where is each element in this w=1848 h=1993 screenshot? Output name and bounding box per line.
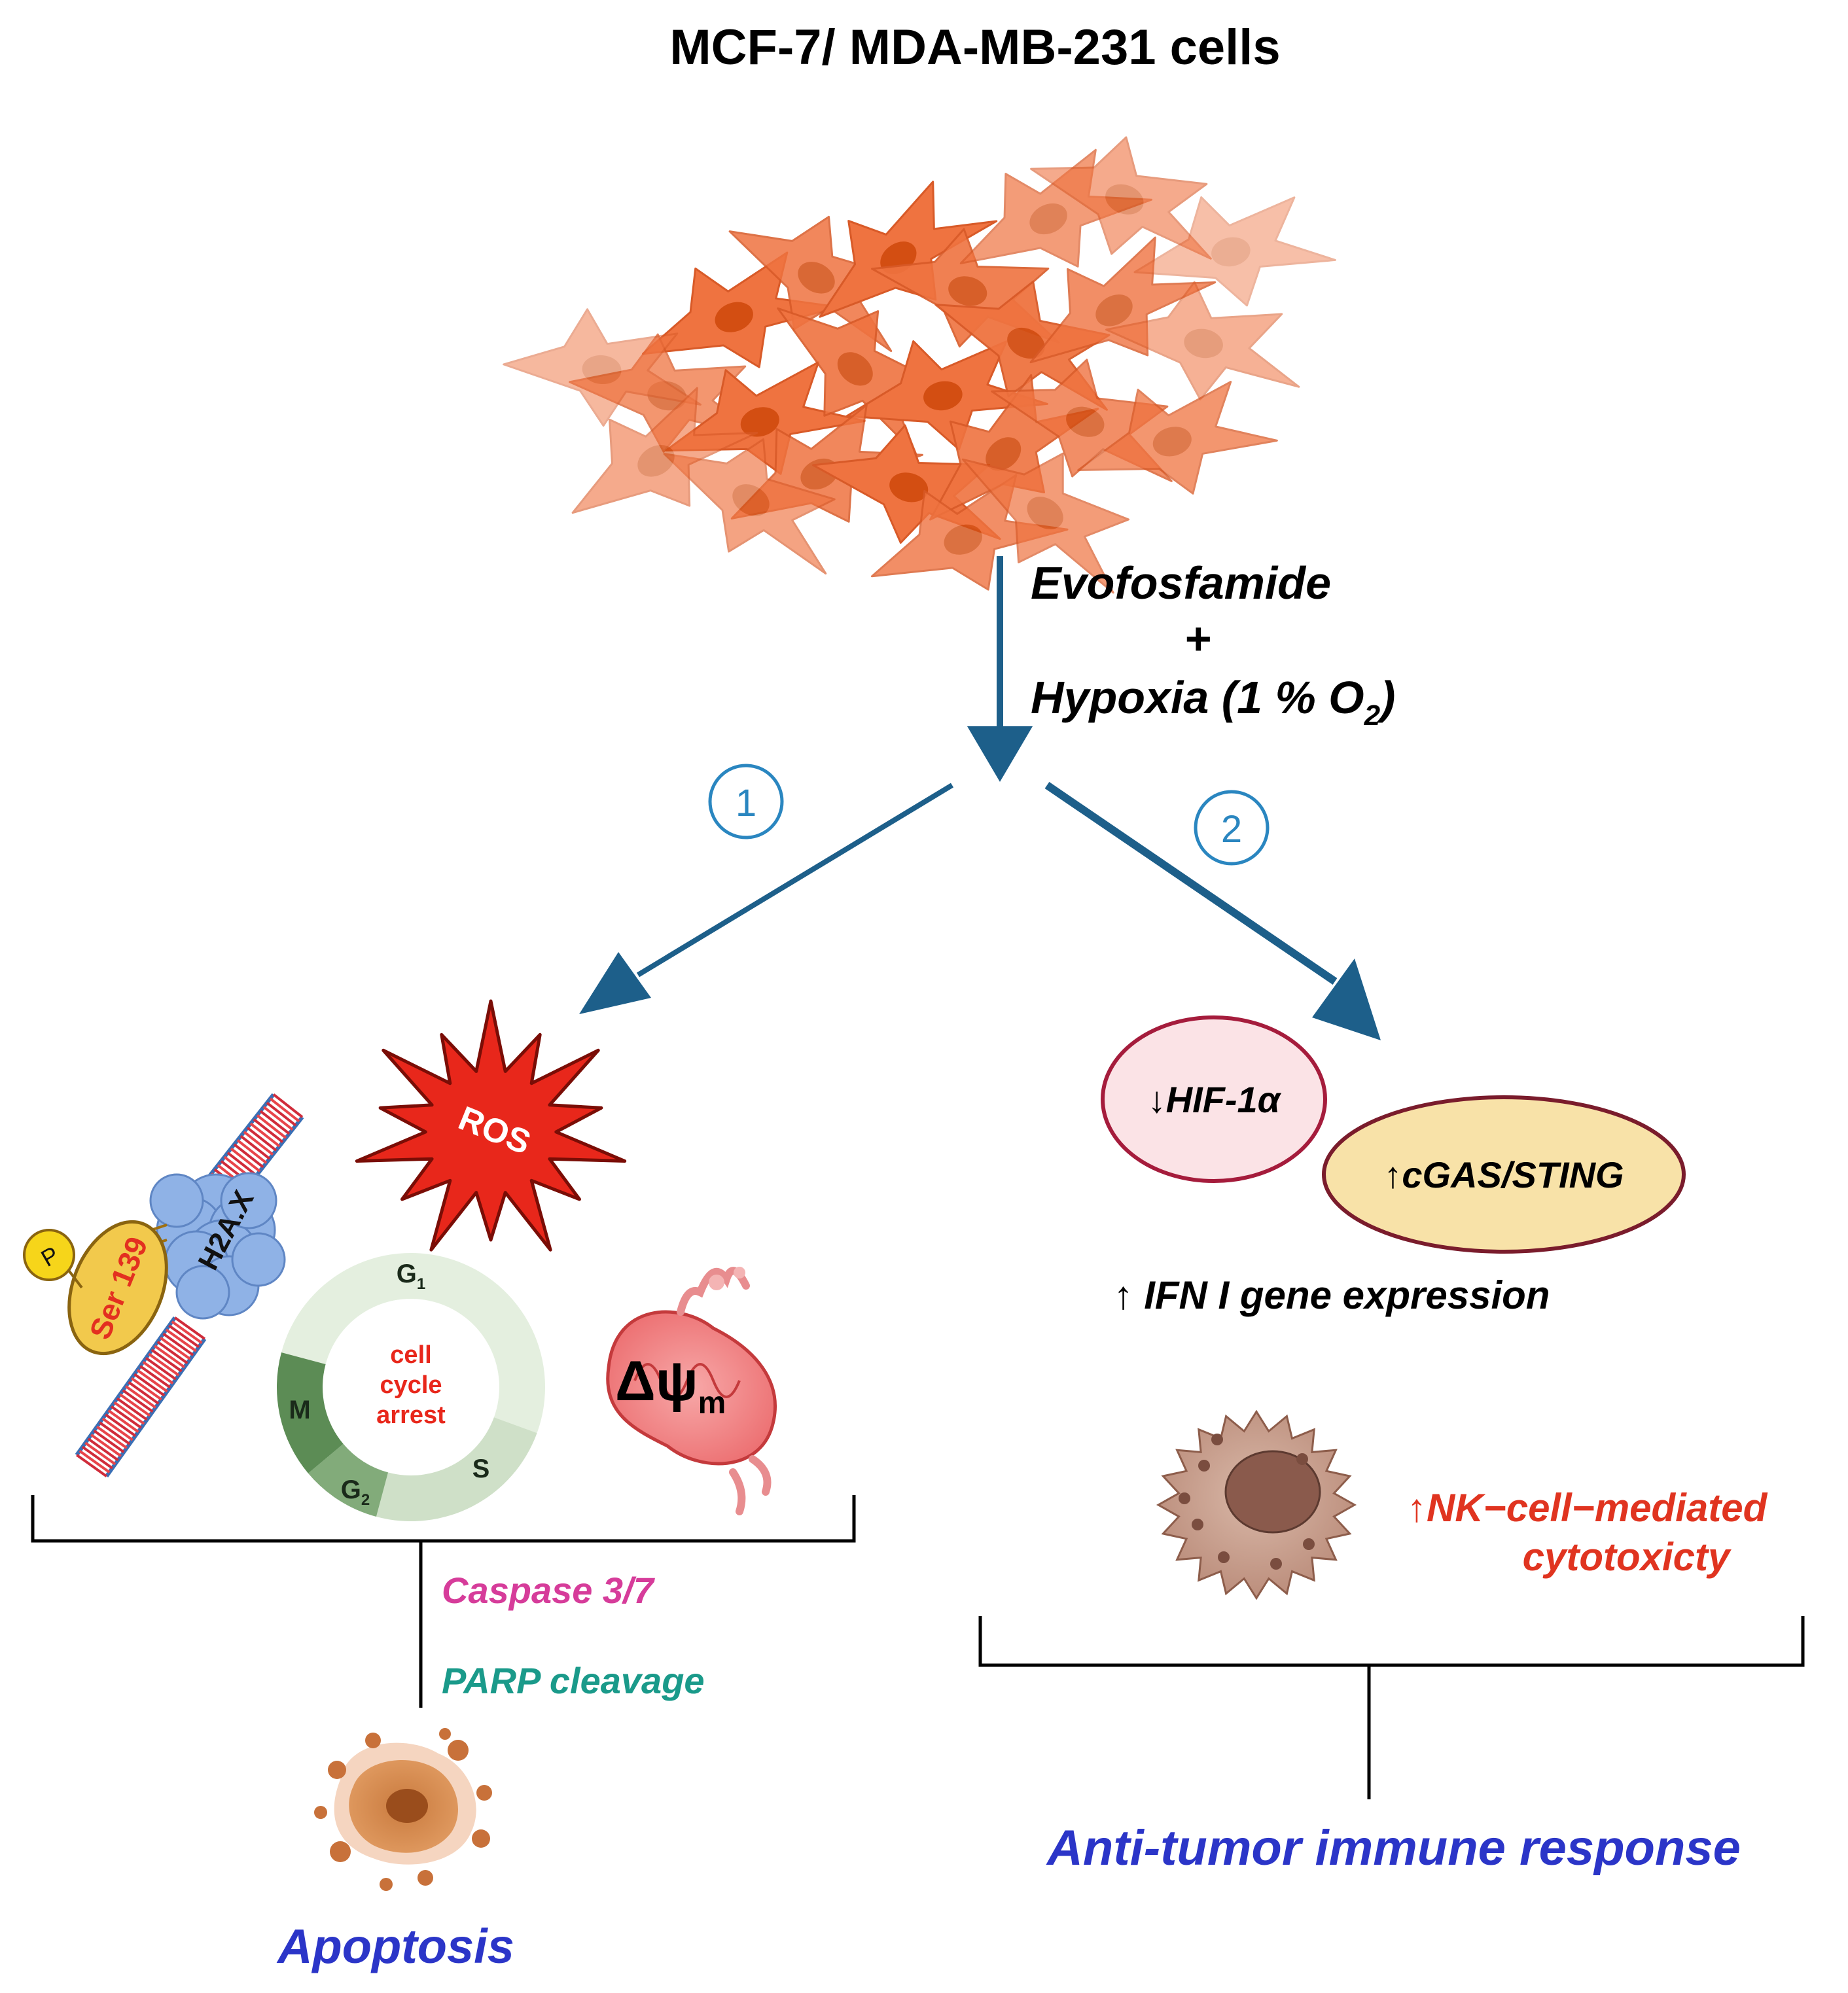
ros-burst-icon: ROS xyxy=(355,999,627,1252)
cell-cycle-g1-segment xyxy=(281,1252,546,1434)
caspase-label: Caspase 3/7 xyxy=(442,1570,656,1611)
nk-label-line1: ↑NK−cell−mediated xyxy=(1407,1486,1768,1530)
cell-cycle-g1-label: G1 xyxy=(397,1260,425,1293)
branch-number-2: 2 xyxy=(1194,790,1270,866)
cell-cycle-center-line1: cell xyxy=(390,1341,431,1369)
cancer-cell xyxy=(870,474,1069,591)
cancer-cell xyxy=(934,280,1111,411)
dna-helix-lower-icon xyxy=(75,1316,207,1478)
nk-label-line2: cytotoxicty xyxy=(1523,1535,1732,1579)
treatment-hypoxia-main: Hypoxia (1 % O xyxy=(1031,672,1364,723)
cancer-cell xyxy=(961,452,1130,594)
parp-label: PARP cleavage xyxy=(442,1660,705,1701)
cancer-cell xyxy=(1133,196,1336,307)
ifn-label: ↑ IFN I gene expression xyxy=(1114,1273,1550,1317)
cell-cycle-center-line2: cycle xyxy=(380,1371,442,1399)
branch-number-1: 1 xyxy=(708,764,784,839)
ser139-icon: Ser 139 xyxy=(67,1220,168,1356)
anti-tumor-label: Anti-tumor immune response xyxy=(1046,1820,1741,1876)
cancer-cell xyxy=(845,340,1048,451)
diagram-title: MCF-7/ MDA-MB-231 cells xyxy=(669,20,1280,75)
cancer-cell xyxy=(1030,136,1212,260)
cgas-sting-node: ↑cGAS/STING xyxy=(1322,1095,1686,1254)
cancer-cell xyxy=(1029,236,1217,364)
treatment-arrow xyxy=(967,556,1033,782)
treatment-plus: + xyxy=(1184,613,1211,664)
dna-h2ax-illustration: H2A.X Ser 139 P xyxy=(23,1093,304,1478)
cancer-cell xyxy=(1105,281,1300,400)
cgas-sting-label: ↑cGAS/STING xyxy=(1383,1154,1624,1195)
nk-cell-icon xyxy=(1156,1409,1357,1600)
phosphate-icon: P xyxy=(23,1229,83,1289)
branch-arrow-right xyxy=(1044,782,1381,1040)
cell-cycle-m-segment xyxy=(277,1352,344,1473)
cell-cycle-g2-segment xyxy=(308,1443,389,1517)
cell-cycle-s-label: S xyxy=(472,1455,490,1483)
hif-label: ↓HIF-1α xyxy=(1148,1079,1282,1120)
cancer-cell xyxy=(1077,381,1278,495)
treatment-drug: Evofosfamide xyxy=(1031,557,1331,608)
cancer-cell-cluster-illustration xyxy=(503,136,1336,594)
cancer-cell xyxy=(503,308,702,427)
apoptosis-label: Apoptosis xyxy=(276,1919,514,1973)
left-bracket xyxy=(31,1495,856,1708)
hif-node: ↓HIF-1α xyxy=(1101,1015,1327,1183)
apoptotic-cell-icon xyxy=(314,1728,492,1891)
h2ax-protein-icon: H2A.X xyxy=(149,1172,286,1320)
cancer-cell xyxy=(959,149,1152,268)
right-bracket xyxy=(978,1616,1805,1799)
cell-cycle-g2-label: G2 xyxy=(341,1475,370,1509)
cell-cycle-center-line3: arrest xyxy=(376,1402,446,1429)
cell-cycle-ring-icon: G1 S G2 M cell cycle arrest xyxy=(277,1252,546,1521)
treatment-hypoxia: Hypoxia (1 % O2) xyxy=(1031,672,1395,732)
mito-potential-label: Δψm xyxy=(615,1350,726,1420)
branch-number-1-label: 1 xyxy=(736,782,756,824)
branch-arrow-left xyxy=(579,783,954,1014)
cancer-cell xyxy=(641,251,840,368)
cell-cycle-s-segment xyxy=(376,1417,537,1521)
cancer-cell xyxy=(571,387,758,514)
mitochondrion-icon: Δψm xyxy=(606,1267,777,1515)
cancer-cell xyxy=(663,438,836,574)
treatment-hypoxia-subscript: 2 xyxy=(1364,699,1381,732)
branch-number-2-label: 2 xyxy=(1221,808,1242,851)
cell-cycle-m-label: M xyxy=(289,1396,310,1424)
